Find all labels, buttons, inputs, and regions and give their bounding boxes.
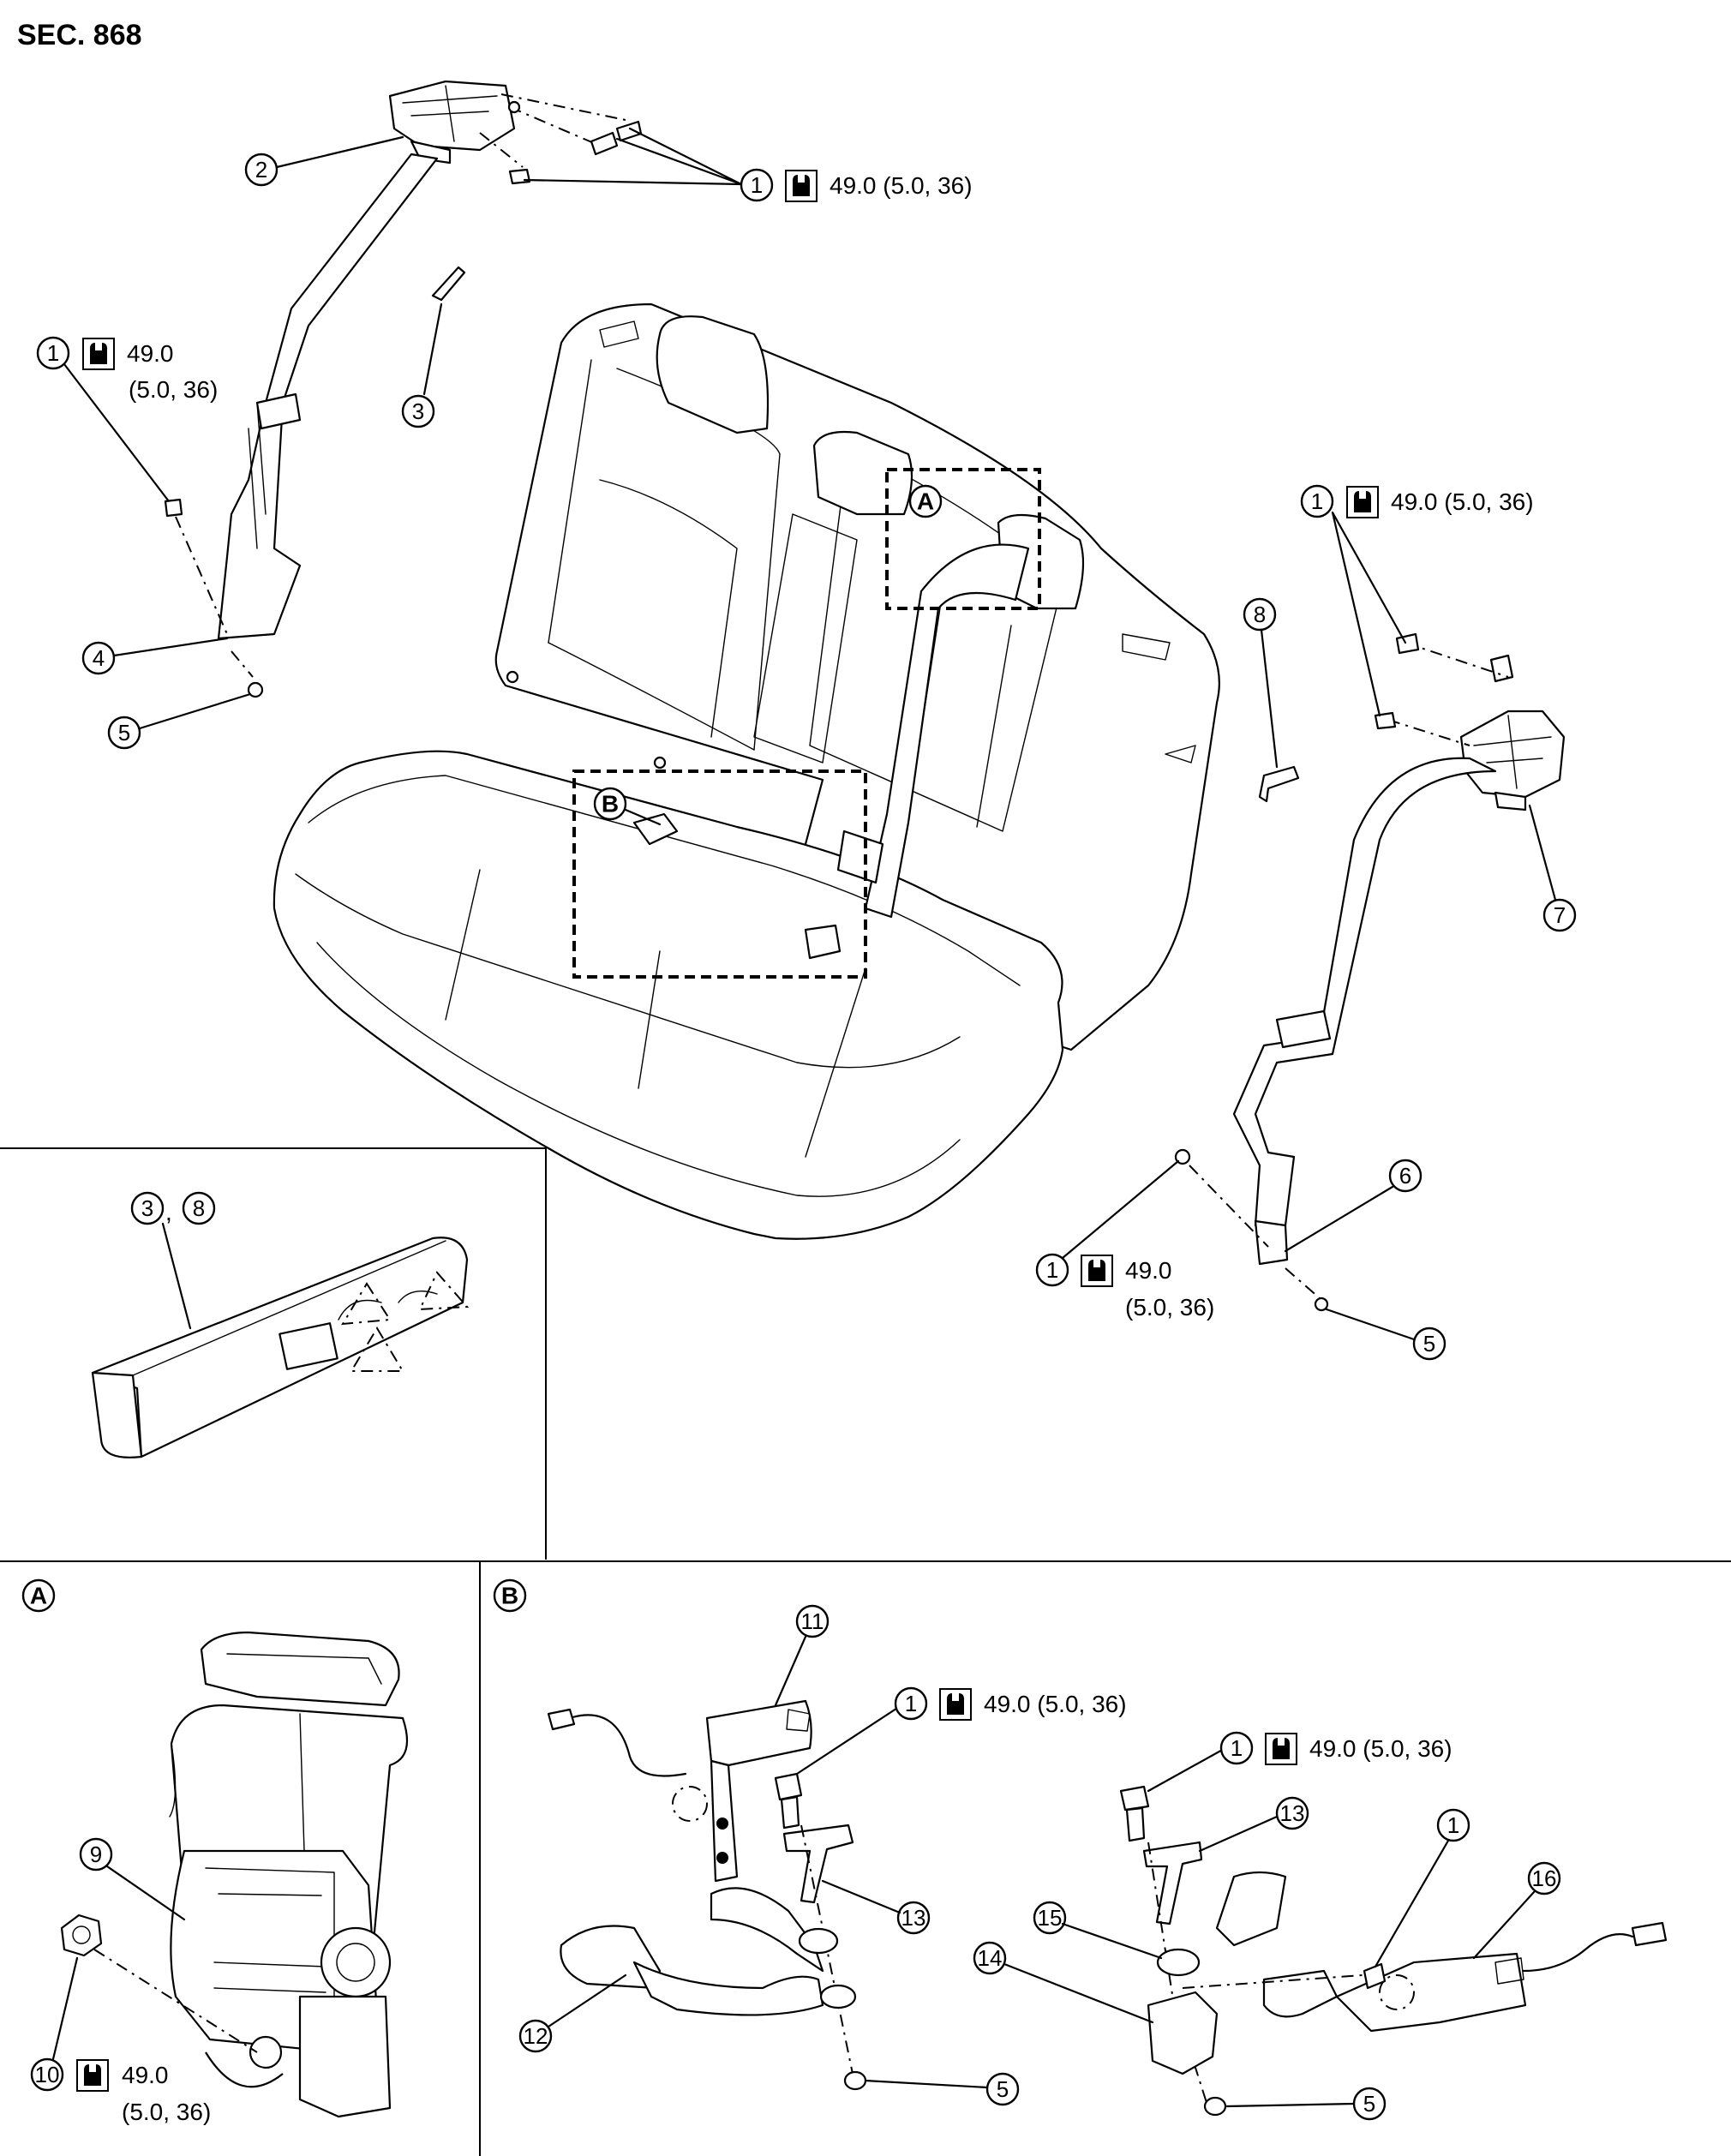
callout-3 <box>401 394 435 428</box>
callout-9 <box>79 1837 113 1872</box>
callout-15 <box>1033 1901 1067 1935</box>
callout-5-left <box>107 716 141 750</box>
callout-16 <box>1527 1861 1561 1895</box>
callout-6-label: 6 <box>1399 1163 1411 1189</box>
callout-14 <box>973 1941 1007 1975</box>
callout-13-right <box>1275 1796 1309 1830</box>
callout-6 <box>1388 1159 1423 1193</box>
belt-guide-clip-8 <box>1258 765 1300 803</box>
callout-ref-a-label: A <box>917 488 934 515</box>
callout-8 <box>1243 597 1277 632</box>
inset-clip-detail: 3 , 8 <box>91 1191 470 1458</box>
right-belt-assembly <box>1232 511 1566 1266</box>
callout-8-label: 8 <box>1254 602 1266 627</box>
callout-1-b-right-label: 1 <box>1231 1735 1243 1761</box>
callout-5-right-label: 5 <box>1423 1331 1435 1356</box>
torque-value-left: 49.0 <box>127 340 174 367</box>
callout-3-inset <box>130 1191 165 1225</box>
callout-8-inset-label: 8 <box>193 1195 205 1221</box>
torque-wrench-icon <box>76 2059 109 2092</box>
torque-value-lower-right: 49.0 <box>1125 1257 1172 1284</box>
callout-11 <box>795 1604 830 1638</box>
torque-sub-left: (5.0, 36) <box>129 376 218 403</box>
torque-sub-lower-right: (5.0, 36) <box>1125 1294 1214 1321</box>
retractor-detail-a <box>60 1631 409 2118</box>
torque-wrench-icon <box>785 170 818 202</box>
detail-b-region <box>572 770 867 979</box>
section-number: SEC. 868 <box>17 19 142 51</box>
callout-4 <box>81 641 116 675</box>
detail-b-header-label: B <box>501 1583 518 1609</box>
callout-4-label: 4 <box>93 645 105 671</box>
callout-3-label: 3 <box>412 398 424 424</box>
torque-wrench-icon <box>1265 1733 1297 1765</box>
callout-12-label: 12 <box>524 2023 548 2049</box>
callout-13-left-label: 13 <box>901 1905 926 1931</box>
torque-value-b-left: 49.0 (5.0, 36) <box>984 1691 1127 1717</box>
callout-1-lower-right <box>1035 1253 1069 1287</box>
callout-1-top <box>740 168 774 202</box>
torque-value-10: 49.0 <box>122 2062 169 2088</box>
callout-2 <box>244 153 279 187</box>
callout-1-left-label: 1 <box>47 340 59 366</box>
callout-1-b-left-label: 1 <box>905 1691 917 1716</box>
callout-1-b-right <box>1219 1731 1254 1765</box>
callout-5-b-right-label: 5 <box>1363 2091 1375 2117</box>
callout-ref-b-label: B <box>602 791 619 817</box>
callout-1-top-label: 1 <box>751 172 763 198</box>
callout-1-right-label: 1 <box>1311 488 1323 514</box>
callout-1-lower-right-label: 1 <box>1046 1257 1058 1283</box>
torque-value-top: 49.0 (5.0, 36) <box>830 172 973 199</box>
callout-ref-b <box>593 787 627 821</box>
belt-guide-clip-3 <box>431 266 466 302</box>
upper-left-belt-assembly <box>217 80 743 640</box>
callout-3-inset-label: 3 <box>141 1195 153 1221</box>
buckle-detail-b <box>547 1699 1668 2117</box>
detail-b-header <box>493 1578 527 1613</box>
torque-value-b-right: 49.0 (5.0, 36) <box>1309 1735 1452 1762</box>
inset-separator: , <box>165 1199 172 1225</box>
callout-12 <box>518 2019 553 2053</box>
callout-5-b-left <box>985 2072 1020 2106</box>
callout-16-label: 16 <box>1532 1866 1557 1891</box>
callout-10 <box>30 2057 64 2092</box>
callout-1-b-left <box>894 1686 928 1721</box>
callout-1-b-far <box>1436 1808 1470 1842</box>
callout-11-label: 11 <box>801 1608 824 1634</box>
callout-7-label: 7 <box>1554 902 1566 928</box>
callout-10-label: 10 <box>35 2062 60 2087</box>
callout-5-left-label: 5 <box>118 720 130 746</box>
torque-wrench-icon <box>939 1688 972 1721</box>
callout-15-label: 15 <box>1038 1905 1063 1931</box>
callout-1-b-far-label: 1 <box>1447 1812 1459 1838</box>
callout-5-b-left-label: 5 <box>997 2076 1009 2102</box>
callout-5-right <box>1412 1327 1446 1361</box>
callout-1-right <box>1300 484 1334 518</box>
torque-wrench-icon <box>82 338 115 370</box>
torque-sub-10: (5.0, 36) <box>122 2099 211 2125</box>
torque-wrench-icon <box>1081 1255 1113 1287</box>
callout-7 <box>1542 898 1577 932</box>
callout-9-label: 9 <box>90 1842 102 1867</box>
callout-13-right-label: 13 <box>1280 1800 1305 1826</box>
callout-1-left <box>36 336 70 370</box>
callout-14-label: 14 <box>978 1945 1003 1971</box>
callout-ref-a <box>908 484 943 518</box>
detail-a-header-label: A <box>30 1583 47 1609</box>
detail-a-region <box>885 468 1041 610</box>
inset-frame <box>0 1147 547 1560</box>
detail-a-header <box>21 1578 56 1613</box>
torque-wrench-icon <box>1346 486 1379 518</box>
torque-value-right: 49.0 (5.0, 36) <box>1391 488 1534 515</box>
callout-8-inset <box>182 1191 216 1225</box>
callout-2-label: 2 <box>255 157 267 183</box>
callout-13-left <box>896 1901 931 1935</box>
